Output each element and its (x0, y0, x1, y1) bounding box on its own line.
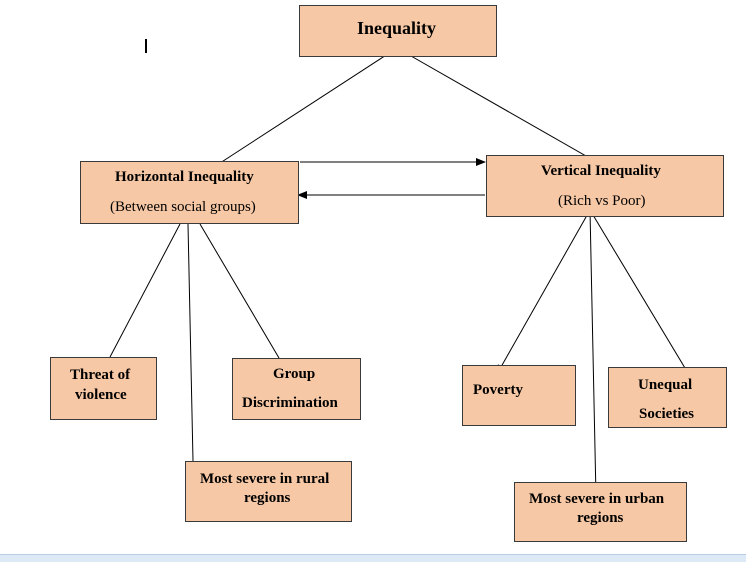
node-group-discrimination: Group Discrimination (232, 358, 361, 420)
node-poverty: Poverty (462, 365, 576, 426)
arrow-vertical-to-urban (589, 209, 600, 498)
node-unequal-societies: Unequal Societies (608, 367, 727, 428)
node-vertical-subtitle: (Rich vs Poor) (558, 193, 646, 209)
window-bottom-strip (0, 554, 746, 562)
node-horizontal-label: Horizontal Inequality (115, 169, 254, 185)
connector-horizontal-to-group (199, 223, 280, 359)
node-most-severe-rural: Most severe in rural regions (185, 461, 352, 522)
node-group-line1: Group (273, 366, 316, 382)
node-unequal-line2: Societies (639, 406, 694, 422)
node-group-line2: Discrimination (242, 395, 338, 411)
node-poverty-label: Poverty (473, 382, 523, 398)
text-cursor (145, 39, 147, 53)
node-inequality-label: Inequality (357, 18, 437, 38)
connector-horizontal-to-rural (187, 223, 194, 462)
connector-horizontal-to-threat (109, 223, 181, 358)
node-threat-of-violence: Threat of violence (50, 357, 157, 420)
node-most-severe-urban: Most severe in urban regions (514, 482, 687, 542)
node-unequal-line1: Unequal (638, 377, 693, 393)
node-horizontal-inequality: Horizontal Inequality (Between social gr… (80, 161, 299, 224)
node-inequality: Inequality (299, 5, 497, 57)
connector-root-to-horizontal (196, 47, 398, 179)
node-rural-line2: regions (244, 490, 291, 506)
arrow-vertical-to-poverty (496, 209, 591, 375)
node-urban-line1: Most severe in urban (529, 491, 665, 507)
node-threat-line2: violence (75, 387, 127, 403)
node-vertical-label: Vertical Inequality (541, 163, 661, 179)
node-horizontal-subtitle: (Between social groups) (110, 199, 256, 215)
node-threat-line1: Threat of (70, 367, 131, 383)
arrow-vertical-to-unequal (589, 209, 701, 394)
node-vertical-inequality: Vertical Inequality (Rich vs Poor) (486, 155, 724, 217)
node-rural-line1: Most severe in rural (200, 471, 330, 487)
node-urban-line2: regions (577, 510, 624, 526)
